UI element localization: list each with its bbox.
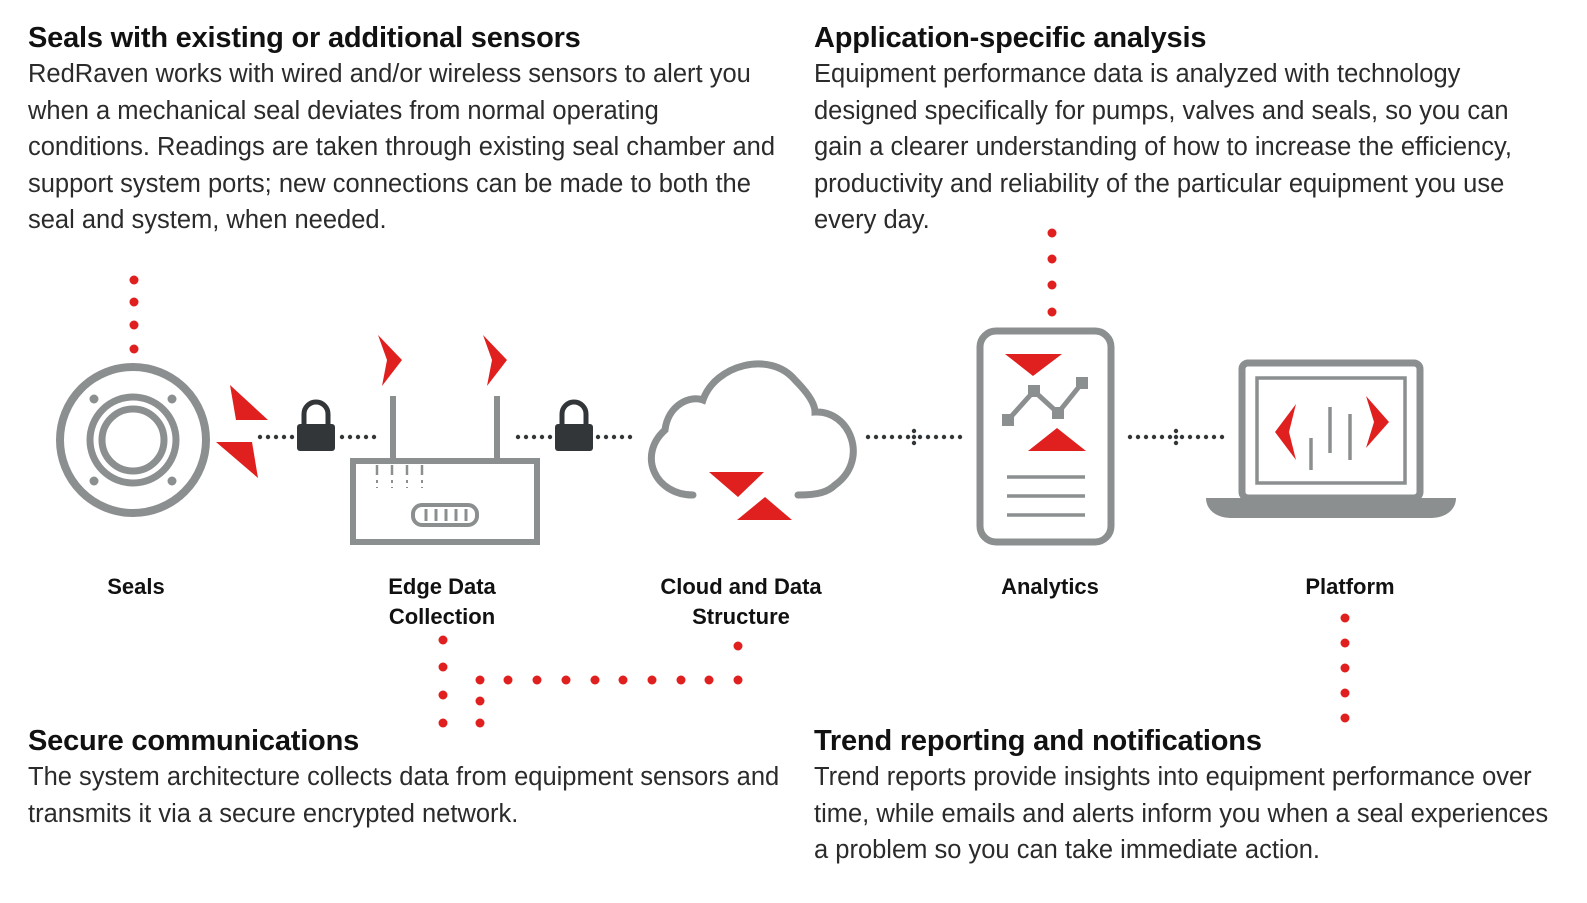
seals-sensors-heading: Seals with existing or additional sensor… <box>28 22 581 54</box>
analytics-device-icon <box>976 327 1115 546</box>
seal-icon <box>56 363 210 517</box>
node-link-dots <box>257 428 1225 446</box>
analytics-dotted-connector <box>1047 228 1057 317</box>
analysis-heading: Application-specific analysis <box>814 22 1207 54</box>
node-label-analytics: Analytics <box>1001 574 1099 599</box>
node-label-cloud-data-structure: Cloud and Data Structure <box>660 574 822 629</box>
seals-sensors-block: Seals with existing or additional sensor… <box>28 20 778 239</box>
secure-comms-heading: Secure communications <box>28 725 360 757</box>
lock-icon <box>297 399 335 451</box>
secure-comms-body: The system architecture collects data fr… <box>28 763 780 828</box>
laptop-icon <box>1206 359 1456 518</box>
node-label-edge-data-collection: Edge Data Collection <box>388 574 496 629</box>
analysis-body: Equipment performance data is analyzed w… <box>814 60 1512 234</box>
trend-reporting-heading: Trend reporting and notifications <box>814 725 1262 757</box>
secure-comms-dotted-connector <box>438 635 743 728</box>
analysis-block: Application-specific analysis Equipment … <box>814 20 1554 239</box>
node-label-seals: Seals <box>107 574 165 599</box>
seals-dotted-connector <box>129 275 139 354</box>
lock-icon <box>555 399 593 451</box>
node-label-platform: Platform <box>1305 574 1395 599</box>
platform-dotted-connector <box>1340 613 1350 723</box>
secure-comms-block: Secure communications The system archite… <box>28 723 788 832</box>
trend-reporting-body: Trend reports provide insights into equi… <box>814 763 1549 864</box>
edge-gateway-icon <box>350 335 540 545</box>
seals-sensors-body: RedRaven works with wired and/or wireles… <box>28 60 776 234</box>
wireless-signal-icon <box>216 385 268 478</box>
cloud-icon <box>647 360 857 520</box>
trend-reporting-block: Trend reporting and notifications Trend … <box>814 723 1554 869</box>
